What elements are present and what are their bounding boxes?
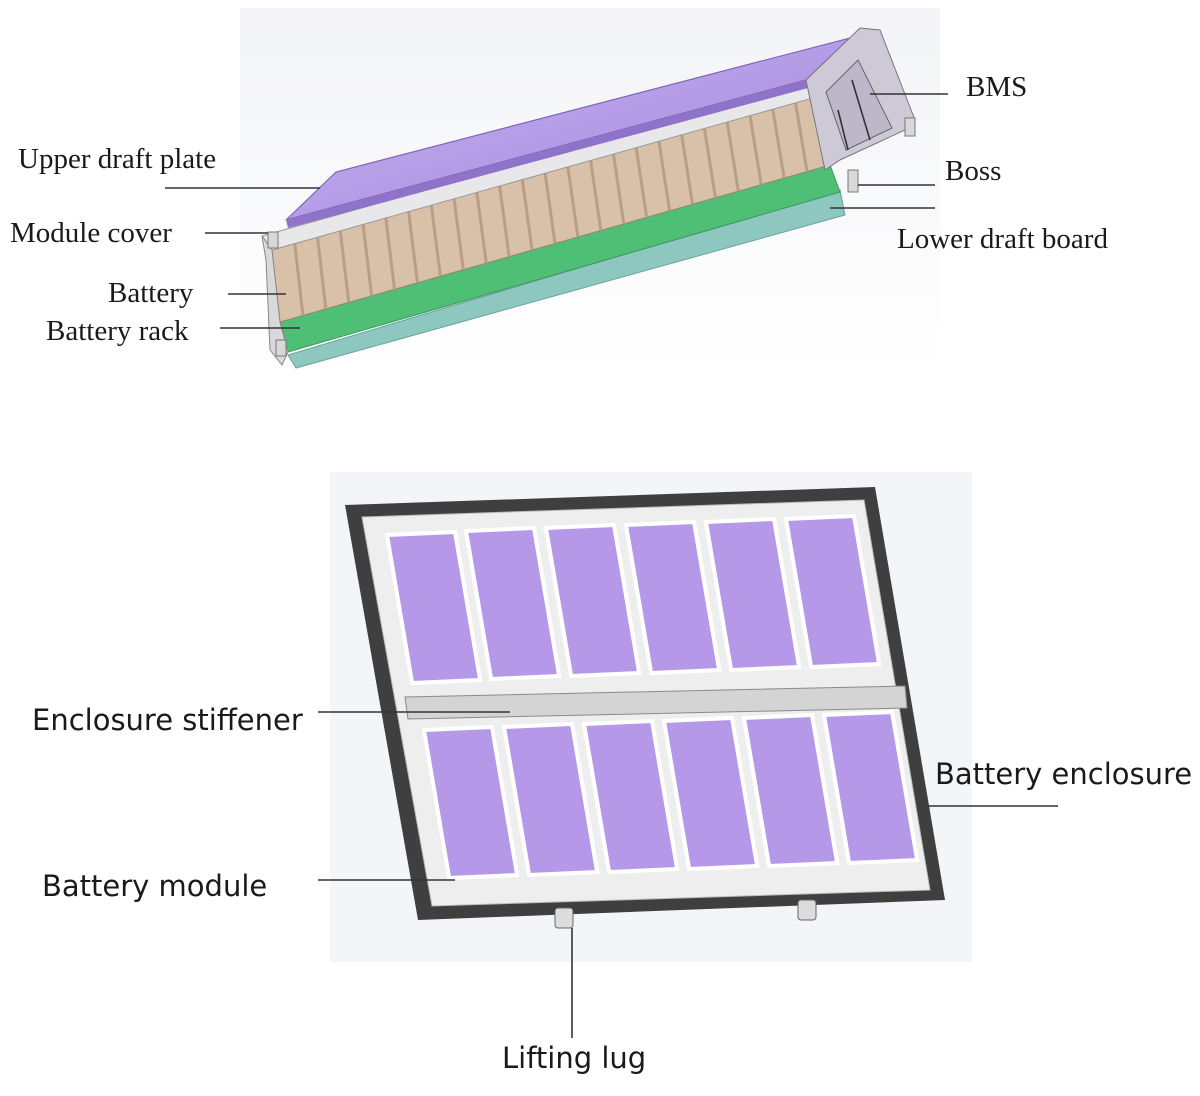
cell-divider [293,243,305,316]
battery-module-shape [463,525,562,682]
label-battery-module: Battery module [42,869,267,903]
cell-divider [566,165,580,238]
cell-divider [475,191,488,264]
cell-divider [589,159,603,231]
label-lower-draft-board: Lower draft board [897,223,1108,255]
cell-divider [634,146,649,218]
battery-module-shape [623,519,722,676]
label-bms: BMS [966,71,1027,103]
cell-divider [429,204,442,277]
battery-module-shape [783,513,882,670]
cell-divider [520,178,534,251]
boss-shape-4 [904,117,916,137]
label-enclosure-stiffener: Enclosure stiffener [32,703,303,737]
battery-module-shape [421,724,520,881]
cell-divider [407,211,419,283]
battery-module-shape [384,529,483,686]
lifting-lug-shape-2 [797,899,817,921]
cell-divider [543,172,557,244]
cell-divider [680,133,694,205]
battery-module-shape [661,715,760,872]
cell-divider [452,198,465,270]
battery-module-shape [703,516,802,673]
cell-divider [316,236,328,310]
cell-divider [702,127,717,198]
cell-divider [725,120,740,192]
label-battery: Battery [108,277,194,309]
boss-shape [847,169,859,193]
upper-draft-plate-edge [286,80,808,228]
cell-divider [384,217,397,290]
label-boss: Boss [945,155,1001,187]
lifting-lug-shape [554,907,574,929]
label-battery-rack: Battery rack [46,315,189,347]
cell-divider [793,101,809,172]
battery-pack-top-view: Enclosure stiffener Battery enclosure Ba… [32,472,1192,1075]
battery-module-shape [581,718,680,875]
battery-module-shape [501,721,600,878]
cell-divider [361,223,374,297]
boss-shape-3 [275,339,287,357]
label-battery-enclosure: Battery enclosure [935,757,1192,791]
label-module-cover: Module cover [10,217,172,249]
cell-dividers [293,101,809,316]
cell-divider [338,230,351,303]
label-upper-draft-plate: Upper draft plate [18,143,216,175]
battery-module-3d-view: BMS Upper draft plate Boss Module cover … [10,8,1108,378]
battery-module-shape [741,712,840,869]
cell-divider [771,107,786,179]
boss-shape-2 [267,231,279,249]
cell-divider [611,152,626,225]
battery-modules-group [384,513,920,881]
cell-divider [498,185,511,257]
battery-module-shape [821,709,920,866]
cell-divider [657,139,672,212]
label-lifting-lug: Lifting lug [502,1041,646,1075]
cell-divider [748,114,763,185]
battery-module-shape [543,522,642,679]
module-end-plate-left [261,235,289,366]
